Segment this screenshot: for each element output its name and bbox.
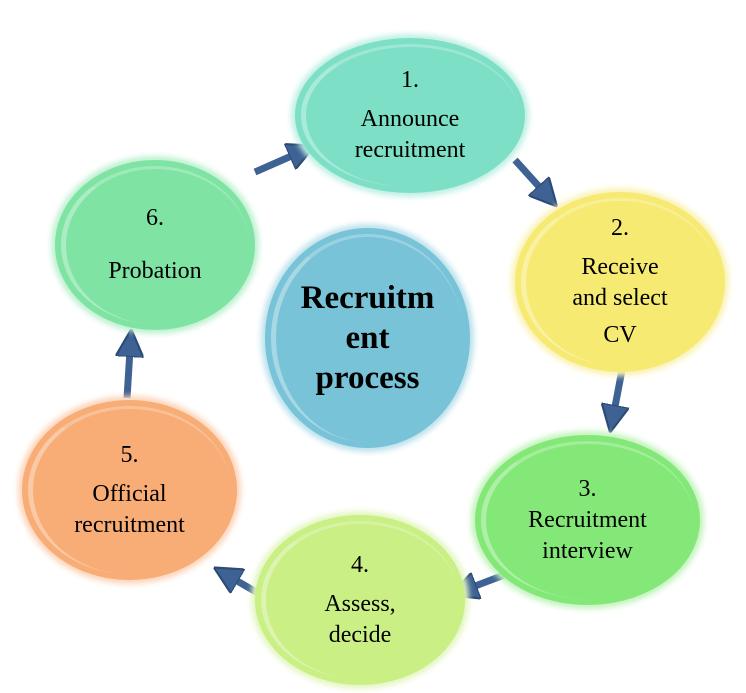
step-label: interview — [542, 537, 633, 564]
step-label: Receive — [581, 254, 659, 280]
step-label: CV — [603, 322, 637, 348]
arrow-6-to-1 — [253, 154, 296, 176]
step-label: recruitment — [354, 137, 466, 163]
arrow-1-to-2 — [512, 157, 543, 191]
title-line: process — [315, 360, 420, 396]
step-label: Assess, — [324, 590, 396, 617]
step-number: 1. — [401, 67, 419, 93]
step-label: Recruitment — [528, 506, 647, 533]
step-2-receive-select-cv: 2. Receive and select CV — [515, 192, 725, 372]
step-number: 6. — [146, 205, 164, 231]
step-label: Probation — [108, 258, 202, 284]
step-number: 3. — [578, 475, 597, 502]
center-title: Recruitm ent process — [265, 228, 470, 448]
step-4-assess-decide: 4. Assess, decide — [255, 515, 465, 685]
title-line: ent — [345, 320, 390, 356]
step-number: 2. — [611, 215, 629, 241]
step-3-recruitment-interview: 3. Recruitment interview — [475, 435, 700, 605]
step-6-probation: 6. Probation — [55, 160, 255, 330]
title-line: Recruitm — [300, 280, 435, 316]
step-number: 4. — [351, 551, 369, 578]
step-label: Announce — [360, 106, 460, 132]
arrow-5-to-6 — [127, 350, 130, 399]
step-label: recruitment — [74, 511, 185, 538]
step-label: and select — [572, 285, 668, 311]
step-5-official-recruitment: 5. Official recruitment — [22, 400, 237, 580]
step-label: Official — [92, 480, 167, 507]
step-1-announce-recruitment: 1. Announce recruitment — [295, 38, 525, 193]
arrow-2-to-3 — [614, 369, 622, 412]
step-number: 5. — [120, 441, 139, 468]
step-label: decide — [328, 621, 392, 648]
